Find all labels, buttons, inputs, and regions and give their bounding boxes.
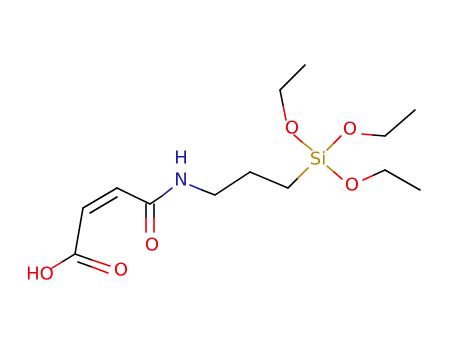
bond-c2-c3 xyxy=(82,187,118,209)
carbon-skeleton xyxy=(74,64,421,255)
bond-c1-oh-carbon-half xyxy=(61,253,76,263)
bond-oright-ethyl-carbon-half xyxy=(372,134,386,137)
bond-c1-o-double-carbon-half xyxy=(77,261,93,268)
bond-si-otop-silicon-half xyxy=(301,141,313,151)
amide-nitrogen-label: N xyxy=(174,170,187,191)
bond-si-oright-oxygen-half xyxy=(333,135,342,144)
bond-si-otop-oxygen-half xyxy=(293,134,303,143)
bond-c1-o-double-oxygen-half xyxy=(91,266,109,274)
bond-c4-n-carbon-half xyxy=(149,195,163,205)
ether-oxygen-top-label: O xyxy=(285,118,299,139)
bond-c1-o-oxygen-half xyxy=(91,259,111,267)
amide-hydrogen-label: H xyxy=(174,148,188,169)
bond-ethyl-right xyxy=(384,109,416,137)
bond-c1-oh-oxygen-half xyxy=(51,261,63,269)
bond-n-c5-nitrogen-half xyxy=(189,184,203,191)
acid-oxygen-label: O xyxy=(114,260,128,281)
bond-ethyl-bottom xyxy=(384,169,421,191)
bond-obottom-ethyl-oxygen-half xyxy=(362,174,375,181)
bond-c2-c3-double xyxy=(89,196,118,214)
bond-si-oright-silicon-half xyxy=(326,142,335,151)
silicon-bonds xyxy=(287,134,343,189)
bond-si-obottom-silicon-half xyxy=(326,165,335,173)
hydroxyl-label: HO xyxy=(26,264,54,285)
atom-labels: HO O O H N Si O O O xyxy=(26,118,359,285)
amide-oxygen-label: O xyxy=(145,235,159,256)
bond-ethyl-top xyxy=(279,64,306,91)
bond-c3-c4 xyxy=(116,187,151,205)
bond-c1-c2 xyxy=(74,207,84,255)
nitrogen-bonds xyxy=(149,184,216,205)
bond-c7-si-carbon-half xyxy=(287,177,299,189)
bond-c7-si-silicon-half xyxy=(297,167,309,179)
bond-c1-o-carbon-half xyxy=(74,253,93,261)
ether-oxygen-right-label: O xyxy=(343,119,357,140)
bond-c4-n-nitrogen-half xyxy=(161,187,173,197)
bond-n-c5-carbon-half xyxy=(201,189,216,196)
ether-oxygen-bottom-label: O xyxy=(345,175,359,196)
oxygen-bonds xyxy=(51,89,386,274)
bond-c6-c7 xyxy=(249,171,289,189)
bond-otop-ethyl-carbon-half xyxy=(279,89,284,106)
bond-otop-ethyl-oxygen-half xyxy=(282,104,287,121)
bond-c5-c6 xyxy=(214,171,251,196)
silicon-label: Si xyxy=(310,149,326,170)
bond-oright-ethyl-oxygen-half xyxy=(361,133,374,136)
bond-si-obottom-oxygen-half xyxy=(333,171,343,180)
bond-obottom-ethyl-carbon-half xyxy=(373,169,386,176)
